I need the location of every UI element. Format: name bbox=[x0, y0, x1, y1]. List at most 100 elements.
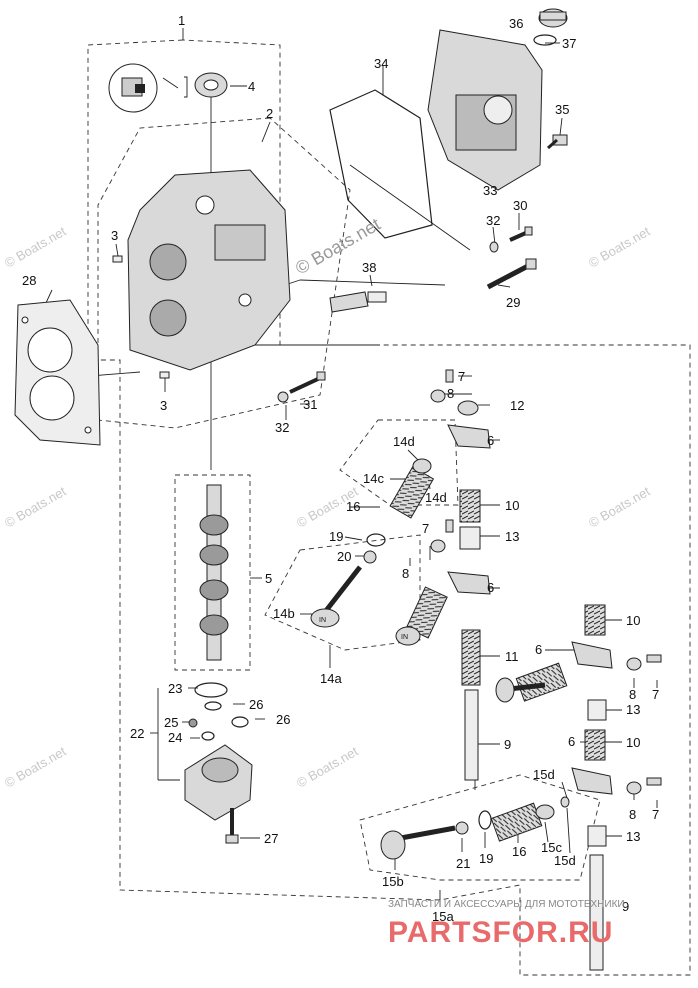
callout-labels: 1 2 3 3 4 5 6 6 6 6 7 7 7 7 8 8 8 8 9 9 … bbox=[22, 13, 659, 924]
push-rod bbox=[464, 689, 604, 971]
callout: 25 bbox=[164, 715, 178, 730]
callout: 15b bbox=[382, 874, 404, 889]
branding: ЗАПЧАСТИ И АКСЕССУАРЫ ДЛЯ МОТОТЕХНИКИ PA… bbox=[388, 899, 625, 949]
cap-12 bbox=[457, 400, 479, 416]
o-ring bbox=[533, 34, 557, 46]
callout: 19 bbox=[479, 851, 493, 866]
seal-tag-icon bbox=[108, 63, 188, 113]
callout: 13 bbox=[626, 829, 640, 844]
watermarks: © Boats.net © Boats.net © Boats.net © Bo… bbox=[2, 214, 653, 791]
callout: 32 bbox=[275, 420, 289, 435]
oil-pump bbox=[184, 682, 253, 821]
cover-gasket bbox=[329, 89, 433, 239]
callout: 14a bbox=[320, 671, 342, 686]
valve-seal bbox=[363, 533, 492, 835]
callout: 13 bbox=[505, 529, 519, 544]
watermark: © Boats.net bbox=[586, 223, 653, 270]
valve bbox=[310, 565, 546, 860]
callout: 15a bbox=[432, 909, 454, 924]
callout: 21 bbox=[456, 856, 470, 871]
callout: 4 bbox=[248, 79, 255, 94]
callout: 11 bbox=[505, 649, 519, 664]
callout: 15d bbox=[533, 767, 555, 782]
callout: 6 bbox=[487, 580, 494, 595]
callout: 36 bbox=[509, 16, 523, 31]
callout: 27 bbox=[264, 831, 278, 846]
callout: 20 bbox=[337, 549, 351, 564]
callout: 10 bbox=[505, 498, 519, 513]
callout: 24 bbox=[168, 730, 182, 745]
short-bolt bbox=[509, 226, 533, 242]
callout: 8 bbox=[629, 807, 636, 822]
adjuster-screw bbox=[445, 369, 662, 786]
callout: 14c bbox=[363, 471, 384, 486]
callout: 8 bbox=[402, 566, 409, 581]
valve-spring bbox=[389, 466, 606, 842]
callout: 9 bbox=[504, 737, 511, 752]
callout: 10 bbox=[626, 735, 640, 750]
callout: 15d bbox=[554, 853, 576, 868]
callout: 35 bbox=[555, 102, 569, 117]
watermark: © Boats.net bbox=[2, 743, 69, 790]
callout: 9 bbox=[622, 899, 629, 914]
callout: 12 bbox=[510, 398, 524, 413]
brand-logo: PARTSFOR.RU bbox=[388, 916, 613, 949]
callout: 7 bbox=[458, 369, 465, 384]
callout: 30 bbox=[513, 198, 527, 213]
callout: 8 bbox=[629, 687, 636, 702]
dowel-pin bbox=[112, 255, 170, 379]
callout: 32 bbox=[486, 213, 500, 228]
callout: 5 bbox=[265, 571, 272, 586]
callout: 7 bbox=[652, 807, 659, 822]
washer bbox=[277, 241, 499, 403]
valve-stamp: IN bbox=[319, 617, 326, 624]
spark-plug bbox=[329, 291, 387, 313]
callout: 2 bbox=[266, 106, 273, 121]
watermark: © Boats.net bbox=[2, 483, 69, 530]
callout: 6 bbox=[487, 433, 494, 448]
callout: 26 bbox=[276, 712, 290, 727]
long-bolt bbox=[486, 258, 537, 290]
rocker-arm bbox=[447, 424, 613, 795]
leader-lines bbox=[39, 21, 658, 907]
cylinder-head bbox=[127, 169, 291, 371]
callout: 23 bbox=[168, 681, 182, 696]
watermark: © Boats.net bbox=[586, 483, 653, 530]
tappet bbox=[459, 526, 607, 847]
callout: 16 bbox=[512, 844, 526, 859]
pump-bolt bbox=[225, 808, 239, 844]
brand-caption: ЗАПЧАСТИ И АКСЕССУАРЫ ДЛЯ МОТОТЕХНИКИ bbox=[388, 899, 625, 910]
filler-cap bbox=[538, 8, 568, 28]
head-cover bbox=[427, 29, 543, 191]
valve-stamp: IN bbox=[401, 634, 408, 641]
callout: 38 bbox=[362, 260, 376, 275]
callout: 6 bbox=[568, 734, 575, 749]
cover-bolt bbox=[547, 134, 568, 150]
retainer bbox=[412, 458, 570, 820]
watermark: © Boats.net bbox=[294, 743, 361, 790]
callout: 7 bbox=[652, 687, 659, 702]
callout: 14d bbox=[393, 434, 415, 449]
callout: 31 bbox=[303, 397, 317, 412]
callout: 6 bbox=[535, 642, 542, 657]
bolt bbox=[289, 371, 326, 394]
callout: 14b bbox=[273, 606, 295, 621]
oil-seal bbox=[194, 72, 228, 98]
callout: 1 bbox=[178, 13, 185, 28]
callout: 28 bbox=[22, 273, 36, 288]
callout: 7 bbox=[422, 521, 429, 536]
callout: 13 bbox=[626, 702, 640, 717]
callout: 16 bbox=[346, 499, 360, 514]
lock-nut bbox=[430, 389, 642, 795]
watermark: © Boats.net bbox=[2, 223, 69, 270]
spring-11 bbox=[461, 629, 481, 686]
callout: 10 bbox=[626, 613, 640, 628]
callout: 37 bbox=[562, 36, 576, 51]
callout: 22 bbox=[130, 726, 144, 741]
callout: 8 bbox=[447, 386, 454, 401]
callout: 29 bbox=[506, 295, 520, 310]
callout: 3 bbox=[160, 398, 167, 413]
callout: 26 bbox=[249, 697, 263, 712]
